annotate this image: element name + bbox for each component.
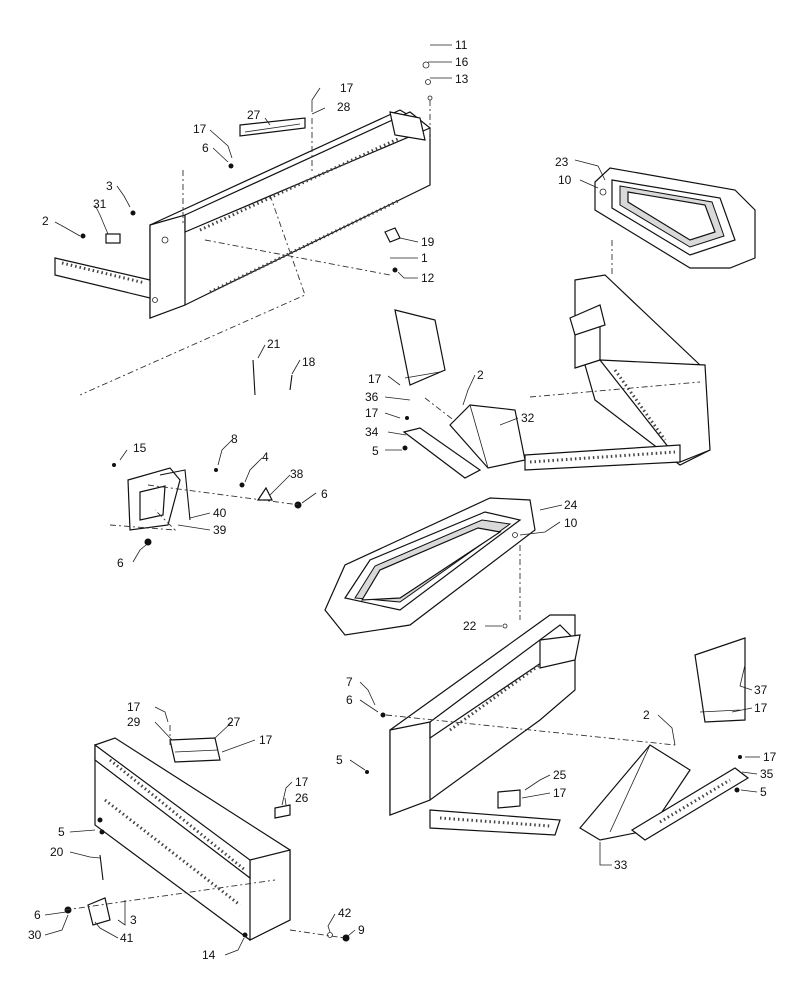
leader-lines (44, 44, 760, 956)
callout-label: 30 (28, 928, 42, 942)
callout-label: 2 (477, 368, 484, 382)
callout-label: 29 (127, 715, 141, 729)
shield-37-lower (694, 637, 746, 723)
callout-label: 28 (337, 100, 351, 114)
callout-label: 21 (267, 337, 281, 351)
latch-19 (384, 227, 401, 243)
callout-label: 9 (358, 923, 365, 937)
callout-label: 11 (455, 38, 468, 52)
callout-label: 25 (553, 768, 567, 782)
rod-21 (252, 359, 256, 396)
plate-26 (274, 804, 291, 819)
callout-label: 17 (763, 750, 777, 764)
callout-label: 8 (231, 432, 238, 446)
callout-label: 17 (365, 406, 379, 420)
callout-label: 5 (372, 444, 379, 458)
callout-label: 3 (130, 913, 137, 927)
callout-label: 17 (127, 700, 141, 714)
callout-label: 6 (117, 556, 124, 570)
callout-label: 19 (421, 235, 435, 249)
callout-label: 37 (754, 683, 768, 697)
callout-label: 4 (262, 450, 269, 464)
callout-label: 5 (760, 785, 767, 799)
shield-24 (324, 497, 536, 636)
callout-label: 16 (455, 55, 469, 69)
callout-label: 39 (213, 523, 227, 537)
plate-34 (402, 427, 482, 479)
callout-label: 14 (202, 948, 216, 962)
callout-label: 12 (421, 271, 435, 285)
callout-label: 22 (463, 619, 477, 633)
shield-36-upper (394, 309, 446, 386)
chute-33 (579, 744, 691, 841)
callout-label: 17 (553, 786, 567, 800)
callout-label: 20 (50, 845, 64, 859)
callout-label: 17 (295, 775, 309, 789)
callout-label: 27 (247, 108, 261, 122)
callout-label: 41 (120, 931, 134, 945)
lower-center-frame (365, 614, 676, 836)
shield-23 (594, 167, 756, 269)
upper-right-frame (524, 240, 711, 471)
lower-left-frame (64, 725, 350, 942)
callout-label: 6 (346, 693, 353, 707)
bracket-31 (105, 233, 121, 244)
triangle-38 (256, 486, 273, 501)
callout-label: 13 (455, 72, 469, 86)
callout-label: 17 (368, 372, 382, 386)
callout-label: 31 (93, 197, 107, 211)
callout-label: 17 (340, 81, 354, 95)
callout-label: 6 (202, 141, 209, 155)
callout-label: 3 (106, 179, 113, 193)
upper-left-frame (54, 61, 433, 396)
callout-label: 10 (564, 516, 578, 530)
callout-label: 35 (760, 767, 774, 781)
callout-label: 1 (421, 251, 428, 265)
channel-27-upper (239, 117, 306, 137)
bracket-41 (87, 897, 111, 926)
callout-label: 10 (558, 173, 572, 187)
callout-label: 38 (290, 467, 304, 481)
callout-label: 17 (259, 733, 273, 747)
callout-label: 7 (346, 675, 353, 689)
callout-label: 34 (365, 425, 379, 439)
chute-32 (449, 404, 526, 469)
callout-label: 17 (754, 701, 768, 715)
callout-label: 24 (564, 498, 578, 512)
callout-label: 42 (338, 906, 352, 920)
callout-label: 26 (295, 791, 309, 805)
callout-label: 36 (365, 390, 379, 404)
block-25 (497, 789, 521, 809)
callout-label: 17 (193, 122, 207, 136)
callout-label: 18 (302, 355, 316, 369)
callout-label: 33 (614, 858, 628, 872)
callout-label: 2 (42, 214, 49, 228)
callout-labels: 11 16 13 17 28 27 17 6 3 31 2 19 1 12 23… (28, 38, 777, 962)
bracket-group-mid (109, 463, 302, 546)
callout-label: 6 (34, 908, 41, 922)
callout-label: 5 (58, 825, 65, 839)
rod-20 (99, 854, 104, 881)
callout-label: 2 (643, 708, 650, 722)
callout-label: 40 (213, 506, 227, 520)
callout-label: 27 (227, 715, 241, 729)
callout-label: 5 (336, 753, 343, 767)
rod-18 (289, 374, 293, 391)
callout-label: 6 (321, 487, 328, 501)
channel-27-lower (169, 737, 221, 763)
callout-label: 15 (133, 441, 147, 455)
callout-label: 23 (555, 155, 569, 169)
callout-label: 32 (521, 411, 535, 425)
